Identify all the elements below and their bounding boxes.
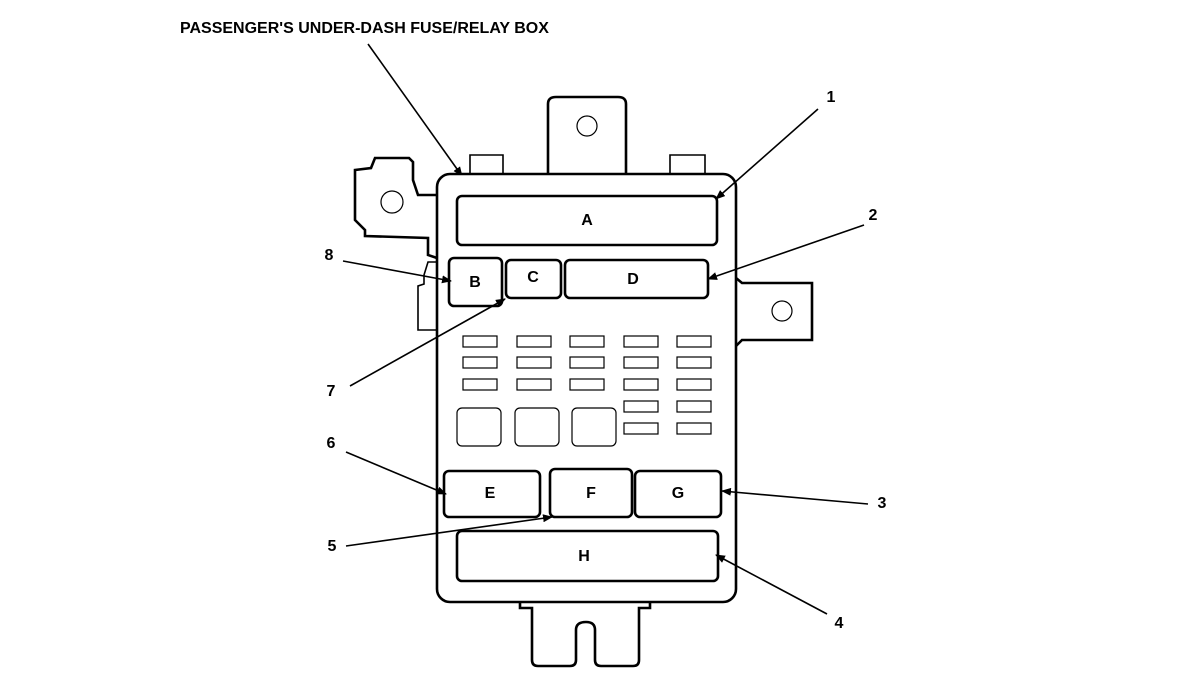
fuse-slot[interactable] xyxy=(462,378,498,391)
connector-f[interactable] xyxy=(548,467,634,519)
callout-6: 6 xyxy=(327,435,336,452)
top-mounting-tab xyxy=(546,95,628,173)
fuse-slot[interactable] xyxy=(462,335,498,348)
connector-a[interactable] xyxy=(455,194,719,247)
connector-c-label: C xyxy=(527,269,539,286)
fuse-slot[interactable] xyxy=(569,356,605,369)
leader-line-1 xyxy=(715,108,819,200)
fuse-slot[interactable] xyxy=(516,356,552,369)
connector-c[interactable] xyxy=(504,258,563,300)
callout-1: 1 xyxy=(827,89,836,106)
top-clip-left xyxy=(469,154,504,173)
fuse-slot[interactable] xyxy=(676,422,712,435)
connector-g[interactable] xyxy=(633,469,723,519)
leader-line-8 xyxy=(342,260,452,284)
connector-b-label: B xyxy=(469,274,481,291)
callout-2: 2 xyxy=(869,207,878,224)
connector-g-label: G xyxy=(672,485,684,502)
leader-line-7 xyxy=(349,298,506,387)
connector-a-label: A xyxy=(581,212,593,229)
connector-f-label: F xyxy=(586,485,596,502)
top-clip-right xyxy=(669,154,706,173)
fuse-slot[interactable] xyxy=(676,400,712,413)
fuse-slot[interactable] xyxy=(623,378,659,391)
right-mounting-bracket xyxy=(735,277,814,347)
fuse-slot[interactable] xyxy=(623,356,659,369)
connector-e-label: E xyxy=(485,485,496,502)
left-bracket xyxy=(353,156,438,260)
callout-7: 7 xyxy=(327,383,336,400)
fuse-slot[interactable] xyxy=(516,335,552,348)
fuse-slot[interactable] xyxy=(516,378,552,391)
relay-slot[interactable] xyxy=(571,407,617,447)
callout-5: 5 xyxy=(328,538,337,555)
relay-slot[interactable] xyxy=(456,407,502,447)
leader-line-2 xyxy=(707,224,865,280)
fuse-slot[interactable] xyxy=(676,335,712,348)
fuse-slot[interactable] xyxy=(623,422,659,435)
callout-8: 8 xyxy=(325,247,334,264)
connector-h-label: H xyxy=(578,548,590,565)
leader-line-3 xyxy=(721,487,869,505)
top-mount-hole xyxy=(576,115,598,137)
fuse-slot[interactable] xyxy=(676,378,712,391)
fuse-slot[interactable] xyxy=(623,400,659,413)
left-side-notch xyxy=(417,261,437,331)
connector-d-label: D xyxy=(627,271,639,288)
leader-line-4 xyxy=(715,554,828,615)
callout-3: 3 xyxy=(878,495,887,512)
callout-4: 4 xyxy=(835,615,844,632)
bottom-mounting-tabs xyxy=(518,602,652,668)
fuse-slot[interactable] xyxy=(623,335,659,348)
fuse-slot[interactable] xyxy=(569,335,605,348)
left-mount-hole xyxy=(380,190,404,214)
fuse-slot-grid xyxy=(456,335,712,447)
leader-line-6 xyxy=(345,451,447,495)
fuse-slot[interactable] xyxy=(462,356,498,369)
fuse-slot[interactable] xyxy=(569,378,605,391)
diagram-title: PASSENGER'S UNDER-DASH FUSE/RELAY BOX xyxy=(180,20,549,37)
right-mount-hole xyxy=(771,300,793,322)
leader-line-5 xyxy=(345,514,553,547)
relay-slot[interactable] xyxy=(514,407,560,447)
fuse-slot[interactable] xyxy=(676,356,712,369)
title-leader-line xyxy=(367,43,463,177)
